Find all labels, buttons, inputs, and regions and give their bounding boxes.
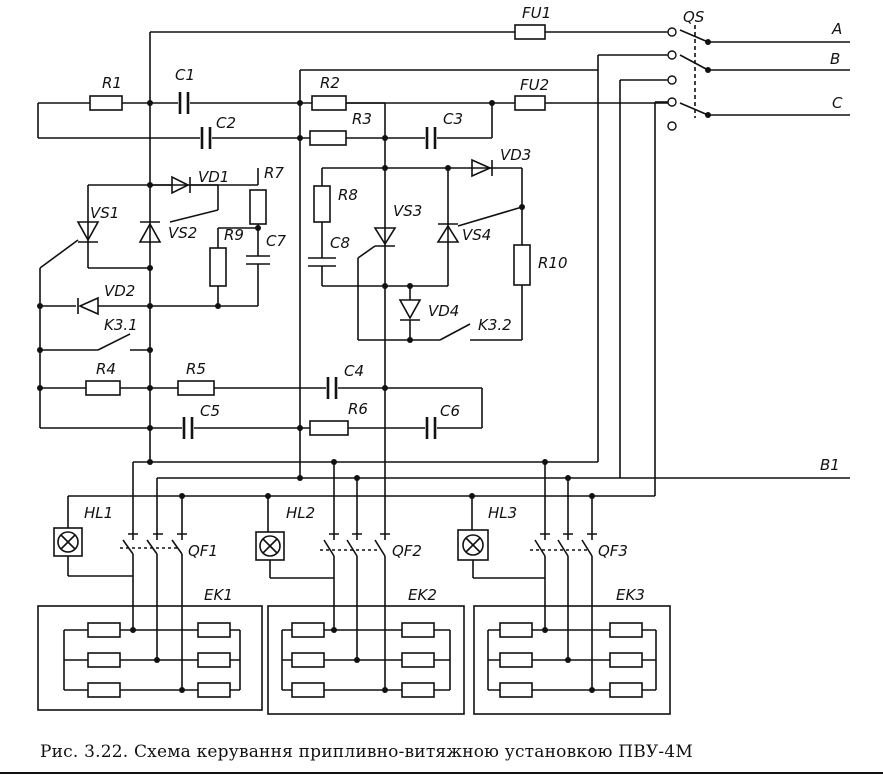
label-phase-a: A [831,20,842,38]
label-vs3: VS3 [393,202,422,220]
label-r6: R6 [348,400,368,418]
label-phase-c: C [832,94,843,112]
fuse-fu1-symbol [514,24,546,40]
label-ek3: EK3 [616,586,645,604]
label-c8: C8 [330,234,350,252]
label-c3: C3 [443,110,463,128]
label-ek1: EK1 [204,586,233,604]
label-vd4: VD4 [428,302,459,320]
label-r8: R8 [338,186,358,204]
label-r5: R5 [186,360,206,378]
label-c2: C2 [216,114,236,132]
lower-rc-network [37,377,483,439]
control-circuit-schematic: FU1 FU2 QS A B C B1 R1 C1 C2 R2 R3 C3 VD… [37,4,850,715]
label-c5: C5 [200,402,220,420]
heater-unit-1 [37,462,263,711]
label-fu2: FU2 [520,76,549,94]
label-hl3: HL3 [488,504,517,522]
label-vs4: VS4 [462,226,491,244]
label-r7: R7 [264,164,284,182]
label-c4: C4 [344,362,364,380]
label-r1: R1 [102,74,122,92]
label-qf3: QF3 [598,542,628,560]
label-c6: C6 [440,402,460,420]
label-r10: R10 [538,254,568,272]
label-c1: C1 [175,66,195,84]
label-fu1: FU1 [522,4,551,22]
main-verticals [149,32,656,540]
label-vs2: VS2 [168,224,197,242]
label-qf2: QF2 [392,542,422,560]
label-hl1: HL1 [84,504,113,522]
label-k31: K3.1 [104,316,138,334]
left-thyristor-group [37,168,270,428]
phase-lines [150,25,850,118]
label-phase-b: B [830,50,840,68]
label-hl2: HL2 [286,504,315,522]
label-b1: B1 [820,456,840,474]
label-vs1: VS1 [90,204,119,222]
caption-divider [0,772,883,774]
label-k32: K3.2 [478,316,512,334]
label-vd3: VD3 [500,146,531,164]
label-ek2: EK2 [408,586,437,604]
upper-rc-network [37,92,495,149]
heater-unit-2 [255,462,465,715]
fuse-fu2-symbol [514,95,546,111]
label-vd1: VD1 [198,168,229,186]
label-qf1: QF1 [188,542,218,560]
distribution-buses [68,459,850,499]
label-qs: QS [683,8,705,26]
label-r4: R4 [96,360,116,378]
label-r9: R9 [224,226,244,244]
qs-switch-contacts [667,27,711,131]
figure-caption: Рис. 3.22. Схема керування припливно-вит… [40,742,693,762]
right-thyristor-group [308,158,531,343]
label-r3: R3 [352,110,372,128]
label-vd2: VD2 [104,282,135,300]
label-r2: R2 [320,74,340,92]
heater-unit-3 [457,462,671,715]
label-c7: C7 [266,232,286,250]
